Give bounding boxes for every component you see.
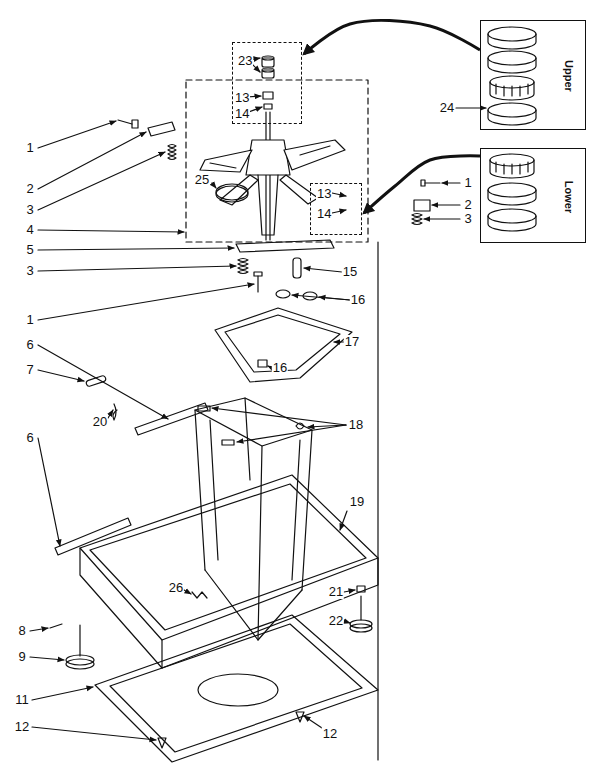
pad bbox=[276, 290, 290, 298]
callout-number: 11 bbox=[14, 693, 30, 707]
callout-number: 13 bbox=[234, 91, 250, 105]
spring bbox=[412, 214, 422, 225]
leader-lines bbox=[30, 58, 486, 740]
screw bbox=[158, 738, 166, 748]
callout-number: 5 bbox=[25, 243, 34, 257]
callout-number: 3 bbox=[463, 212, 472, 226]
pointer-arrow bbox=[364, 156, 480, 213]
callout-number: 6 bbox=[25, 431, 34, 445]
nut bbox=[357, 586, 365, 592]
callout-number: 1 bbox=[25, 313, 34, 327]
base-plate bbox=[215, 308, 352, 382]
spring bbox=[238, 259, 248, 274]
callout-number: 1 bbox=[463, 176, 472, 190]
callout-number: 19 bbox=[349, 495, 365, 509]
callout-number: 15 bbox=[342, 265, 358, 279]
screw bbox=[257, 276, 258, 292]
callout-number: 8 bbox=[17, 624, 26, 638]
screw bbox=[296, 712, 304, 722]
clip-bracket bbox=[118, 120, 176, 160]
callout-number: 6 bbox=[25, 338, 34, 352]
clip bbox=[192, 592, 207, 598]
clip bbox=[414, 200, 430, 211]
callout-number: 21 bbox=[328, 585, 344, 599]
callout-number: 16 bbox=[350, 293, 366, 307]
leveling-foot bbox=[360, 596, 361, 620]
callout-number: 4 bbox=[25, 223, 34, 237]
screw bbox=[425, 182, 440, 183]
parts-group: 1314 bbox=[310, 183, 362, 235]
pointer-arrow bbox=[304, 20, 480, 54]
callout-number: 1 bbox=[25, 141, 34, 155]
callout-number: 22 bbox=[328, 614, 344, 628]
callout-number: 2 bbox=[463, 198, 472, 212]
transmission-support bbox=[200, 56, 345, 240]
plate bbox=[222, 440, 234, 445]
callout-number: 2 bbox=[25, 182, 34, 196]
callout-number: 3 bbox=[25, 264, 34, 278]
callout-number: 3 bbox=[25, 203, 34, 217]
parts-group: 23 13 14 bbox=[232, 42, 302, 124]
spring-clip bbox=[113, 404, 117, 420]
pad bbox=[258, 360, 267, 367]
callout-number: 12 bbox=[14, 720, 30, 734]
callout-number: 24 bbox=[439, 101, 455, 115]
panel-label: Lower bbox=[562, 179, 576, 213]
callout-number: 16 bbox=[272, 361, 288, 375]
plate bbox=[198, 406, 210, 411]
nut bbox=[50, 624, 62, 628]
callout-number: 14 bbox=[316, 207, 332, 221]
base-pan bbox=[95, 615, 378, 762]
bracket-bar bbox=[236, 240, 334, 252]
group-outline bbox=[186, 80, 368, 242]
base-frame bbox=[80, 398, 378, 668]
pin bbox=[293, 258, 301, 278]
callout-number: 14 bbox=[234, 107, 250, 121]
callout-number: 17 bbox=[344, 335, 360, 349]
callout-number: 13 bbox=[316, 187, 332, 201]
leveling-foot bbox=[79, 625, 80, 656]
rail bbox=[135, 403, 208, 435]
panel-label: Upper bbox=[562, 59, 576, 93]
pin bbox=[86, 375, 107, 387]
callout-number: 18 bbox=[348, 418, 364, 432]
clip bbox=[296, 423, 304, 429]
callout-number: 12 bbox=[322, 727, 338, 741]
bearing-panel: Lower bbox=[480, 148, 586, 243]
bearing-panel: Upper bbox=[480, 20, 586, 130]
callout-number: 23 bbox=[237, 54, 253, 68]
callout-number: 25 bbox=[194, 173, 210, 187]
callout-number: 20 bbox=[92, 415, 108, 429]
callout-number: 9 bbox=[17, 650, 26, 664]
callout-number: 26 bbox=[168, 581, 184, 595]
callout-number: 7 bbox=[25, 363, 34, 377]
guide-line bbox=[377, 242, 378, 760]
bearing-set bbox=[488, 27, 536, 231]
